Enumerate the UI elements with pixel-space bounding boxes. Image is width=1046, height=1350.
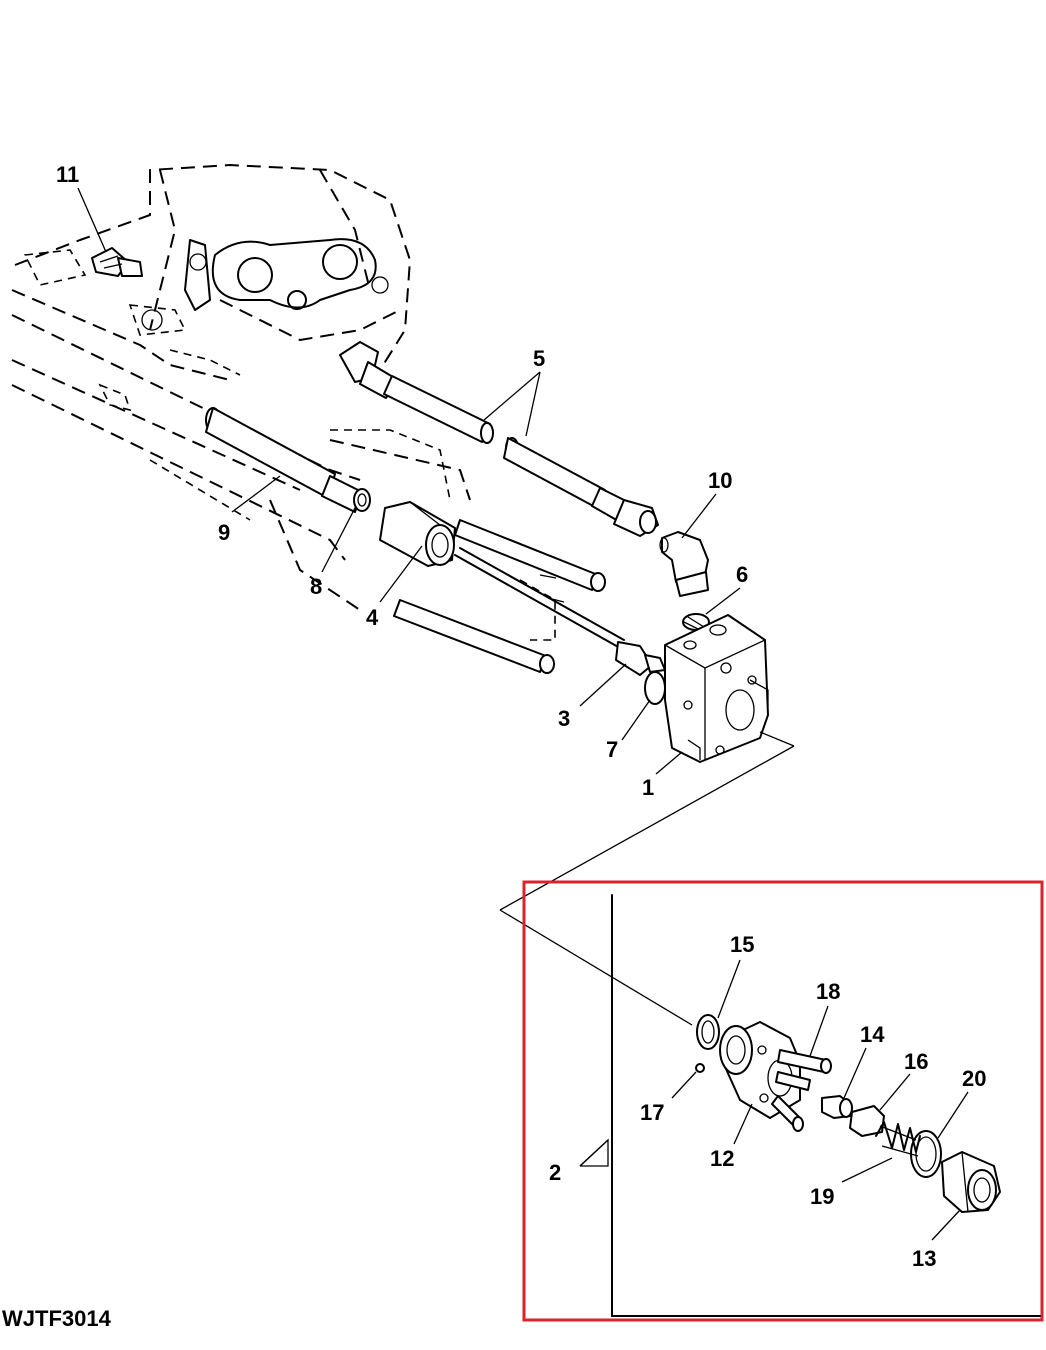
- part-7-o-ring: [644, 671, 666, 705]
- callout-20: 20: [962, 1066, 986, 1091]
- callout-13: 13: [912, 1246, 936, 1271]
- part-11-sensor: [91, 247, 143, 277]
- part-10-elbow: [659, 531, 709, 597]
- part-15-o-ring: [696, 1014, 720, 1050]
- callout-10: 10: [708, 468, 732, 493]
- part-17-ball: [695, 1063, 705, 1073]
- callout-18: 18: [816, 979, 840, 1004]
- valve-detail-highlight-box: [522, 880, 1044, 1322]
- transmission-housing-outline: [11, 164, 556, 641]
- part-3-rod: [454, 547, 666, 676]
- part-9-long-tube: [205, 407, 363, 513]
- part-14-plunger: [821, 1095, 853, 1119]
- part-5-lower-tube: [503, 437, 659, 537]
- part-4-sleeve: [379, 501, 456, 567]
- mounting-bolts: [393, 519, 606, 674]
- callout-5: 5: [533, 346, 545, 371]
- callout-19: 19: [810, 1184, 834, 1209]
- part-5-upper-tube: [339, 341, 494, 444]
- part-1-valve-block: [664, 614, 769, 763]
- callout-6: 6: [736, 562, 748, 587]
- callout-15: 15: [730, 932, 754, 957]
- callout-17: 17: [640, 1100, 664, 1125]
- callout-9: 9: [218, 520, 230, 545]
- part-13-plug-cap: [941, 1151, 1001, 1213]
- part-12-valve-body: [719, 1021, 801, 1119]
- highlight-box: [522, 880, 1044, 1322]
- callout-2: 2: [549, 1160, 561, 1185]
- part-18-bolts: [771, 1049, 832, 1132]
- figure-code: WJTF3014: [2, 1306, 112, 1331]
- callout-4: 4: [366, 605, 379, 630]
- callout-7: 7: [606, 737, 618, 762]
- callout-3: 3: [558, 706, 570, 731]
- callout-11: 11: [56, 162, 79, 187]
- part-16-cone: [849, 1105, 885, 1137]
- part-19-spring: [875, 1121, 921, 1157]
- callout-16: 16: [904, 1049, 928, 1074]
- callout-14: 14: [860, 1022, 885, 1047]
- callout-8: 8: [310, 574, 322, 599]
- part-20-seal-ring: [910, 1130, 942, 1178]
- leader-lines: [77, 187, 969, 1241]
- callout-12: 12: [710, 1146, 734, 1171]
- callout-1: 1: [642, 775, 654, 800]
- part-8-fitting: [353, 488, 371, 512]
- callout-labels: 11 5 10 6 9 8 4 3 7 1 15 18 14 16 20 17 …: [56, 162, 986, 1271]
